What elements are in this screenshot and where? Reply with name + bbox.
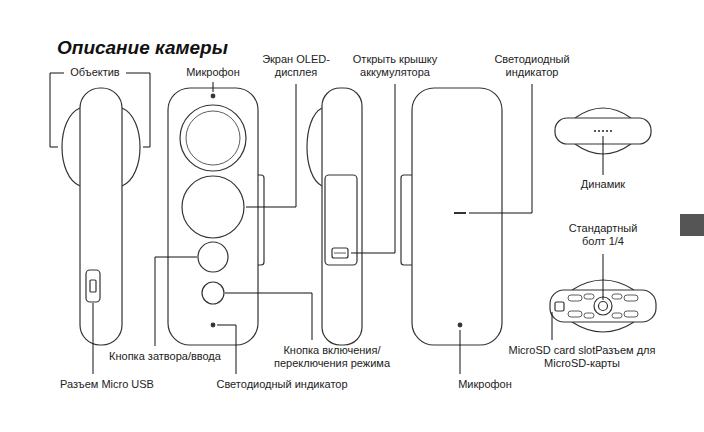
speaker-holes [594,130,612,132]
lens [122,108,140,186]
part-label: Кнопка включения/ переключения режима [262,344,402,370]
cover-latch [332,248,348,258]
lens [180,105,246,171]
camera-body [80,88,122,345]
camera-body [412,88,502,345]
leader-line [552,312,553,340]
part-label: Микрофон [458,378,512,391]
leader-line [93,303,94,374]
tripod-socket [599,302,608,311]
part-label: Разъем Micro USB [60,378,154,391]
microsd-slot [555,302,564,311]
part-label: Кнопка затвора/ввода [109,350,221,363]
lens [572,322,634,332]
oled-screen [182,176,244,238]
part-label: Микрофон [186,66,240,79]
lens [186,111,240,165]
cover-latch [334,253,346,254]
leader-line [469,84,532,213]
part-label: Светодиодный индикатор [482,53,582,79]
leader-line [460,330,461,374]
leader-line [603,136,604,175]
leader-line [225,293,312,340]
page-title: Описание камеры [57,37,228,59]
camera-body [322,88,362,345]
camera-body [168,88,258,345]
part-label: Открыть крышку аккумулятора [340,53,450,79]
side-door [401,175,412,265]
part-label: MicroSD card slotРазъем для MicroSD-карт… [507,344,657,370]
leader-line [603,254,604,300]
lens [62,108,80,186]
led-dot [211,323,215,327]
usb-port [86,270,100,302]
part-label: Стандартный болт 1/4 [558,222,648,248]
leader-line [213,82,214,92]
leader-line [126,73,150,147]
part-label: Экран OLED- дисплея [256,53,336,79]
shutter-button [198,242,228,272]
leader-line [217,325,236,374]
usb-port [90,280,96,292]
part-label: Динамик [581,178,625,191]
microphone-dot [458,323,462,327]
section-tab [680,214,704,236]
lens [307,108,322,186]
battery-cover [325,175,357,265]
leader-lines [50,73,603,374]
leader-line [155,257,197,346]
lens [575,108,631,118]
microphone-dot [211,94,215,98]
power-button [202,282,224,304]
part-label: Светодиодный индикатор [216,378,347,391]
leader-line [50,73,64,147]
part-label: Объектив [70,66,119,79]
led-slit [454,212,466,214]
leader-line [246,84,296,207]
leader-line [351,84,395,253]
